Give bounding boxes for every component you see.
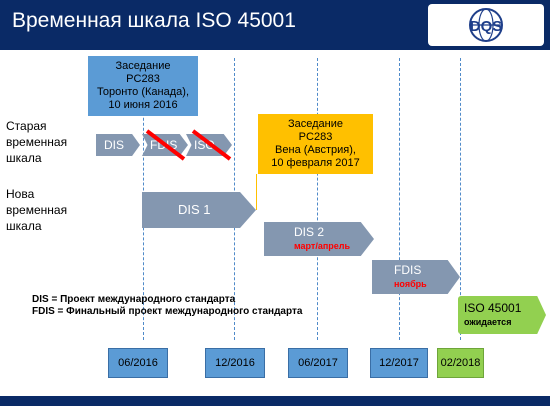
step-label: DIS 2 <box>294 225 325 239</box>
meeting-line: 10 февраля 2017 <box>271 157 360 169</box>
label-line: шкала <box>6 219 42 233</box>
date-box: 12/2017 <box>370 348 428 378</box>
new-iso-step: ISO 45001 ожидается <box>458 296 546 334</box>
step-label: FDIS <box>394 263 422 277</box>
meeting-line: PC283 <box>298 131 333 143</box>
label-line: Старая <box>6 119 47 133</box>
meeting-line: Торонто (Канада), <box>96 86 189 98</box>
new-dis2-step: DIS 2 март/апрель <box>264 222 374 256</box>
step-label: DIS <box>104 138 125 152</box>
date-box: 12/2016 <box>205 348 265 378</box>
step-sublabel: ноябрь <box>394 279 427 289</box>
label-line: шкала <box>6 151 42 165</box>
date-box: 06/2017 <box>288 348 348 378</box>
new-timeline-label: Нова временная шкала <box>6 186 67 234</box>
old-timeline-label: Старая временная шкала <box>6 118 67 166</box>
date-box-highlight: 02/2018 <box>437 348 484 378</box>
timeline-divider <box>317 58 318 340</box>
meeting-line: Вена (Австрия), <box>275 144 356 156</box>
step-label: DIS 1 <box>178 202 211 217</box>
meeting-toronto-callout: Заседание PC283 Торонто (Канада), 10 июн… <box>88 56 198 116</box>
page-title: Временная шкала ISO 45001 <box>12 9 296 32</box>
timeline-divider <box>460 58 461 340</box>
label-line: временная <box>6 203 68 217</box>
cancelled-cross-icon <box>191 129 232 161</box>
vienna-callout-pointer <box>256 174 257 210</box>
legend-dis: DIS = Проект международного стандарта <box>32 294 236 305</box>
meeting-line: Заседание <box>287 118 343 130</box>
meeting-line: Заседание <box>115 60 171 72</box>
footer-bar <box>0 396 550 406</box>
label-line: временная <box>6 135 68 149</box>
new-fdis-step: FDIS ноябрь <box>372 260 460 294</box>
step-sublabel: ожидается <box>464 317 512 327</box>
new-dis1-step: DIS 1 <box>142 192 256 228</box>
meeting-vienna-callout: Заседание PC283 Вена (Австрия), 10 февра… <box>258 114 373 174</box>
meeting-line: 10 июня 2016 <box>108 99 178 111</box>
date-box: 06/2016 <box>108 348 168 378</box>
step-sublabel: март/апрель <box>294 241 351 251</box>
legend-fdis: FDIS = Финальный проект международного с… <box>32 306 303 317</box>
timeline-divider <box>399 58 400 340</box>
cancelled-cross-icon <box>145 129 186 161</box>
old-dis-step: DIS <box>96 134 140 156</box>
label-line: Нова <box>6 187 35 201</box>
dqs-logo: DQS <box>428 4 544 46</box>
meeting-line: PC283 <box>126 73 160 85</box>
step-label: ISO 45001 <box>464 301 522 315</box>
logo-text: DQS <box>470 18 503 35</box>
header-bar: Временная шкала ISO 45001 DQS <box>0 0 550 50</box>
